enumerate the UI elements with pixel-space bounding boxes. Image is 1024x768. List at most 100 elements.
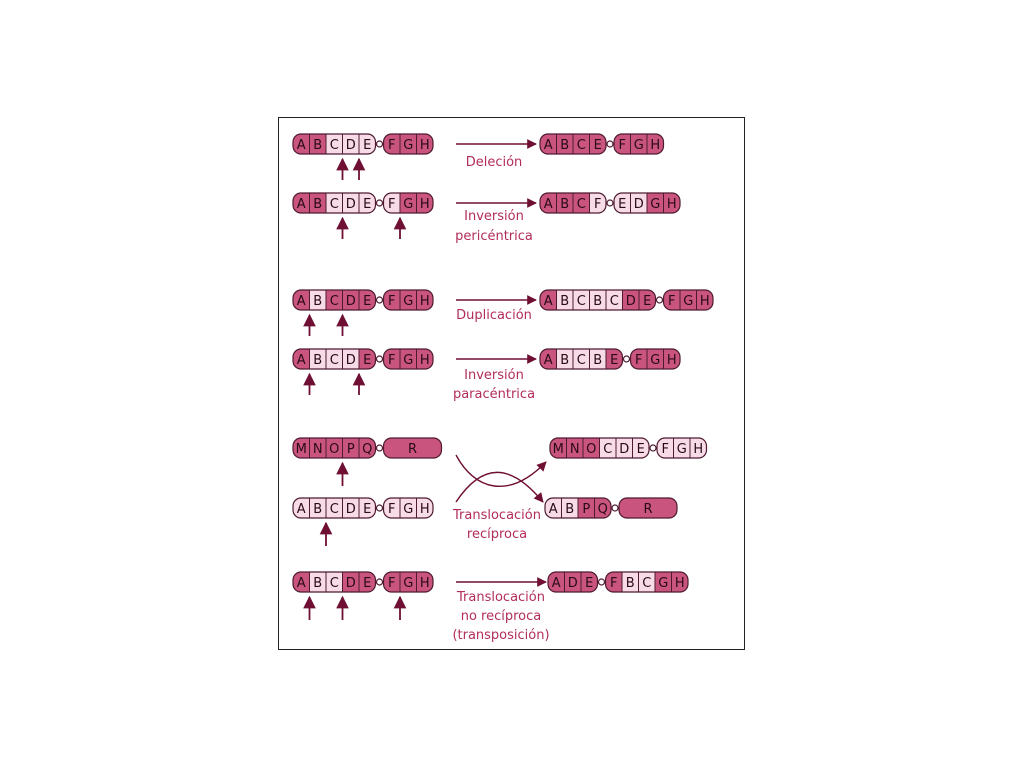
gene-band-g (673, 438, 690, 458)
arm-outline (613, 133, 665, 155)
gene-band-b (589, 290, 606, 310)
gene-label: F (388, 353, 395, 368)
gene-band-h (663, 349, 680, 369)
centromere (597, 578, 606, 586)
gene-band-d (342, 498, 359, 518)
gene-label: C (577, 197, 586, 212)
gene-label: B (593, 353, 602, 368)
gene-band-b (556, 193, 573, 213)
gene-band-a (293, 349, 310, 369)
gene-band-e (639, 290, 656, 310)
gene-band-f (383, 349, 400, 369)
gene-band-m (293, 438, 310, 458)
gene-label: C (330, 353, 339, 368)
gene-band-d (616, 438, 633, 458)
gene-label: E (363, 138, 371, 153)
gene-band-e (606, 349, 623, 369)
gene-label: D (346, 576, 356, 591)
gene-band-c (638, 572, 655, 592)
gene-label: E (363, 353, 371, 368)
arm-outline (292, 348, 377, 370)
gene-label: R (408, 442, 417, 457)
gene-band-e (589, 134, 606, 154)
gene-label: H (693, 442, 703, 457)
arm-outline (382, 571, 434, 593)
gene-label: O (329, 442, 339, 457)
gene-label: F (388, 138, 395, 153)
gene-label: D (346, 294, 356, 309)
gene-band-b (309, 134, 326, 154)
gene-label: E (610, 353, 618, 368)
gene-band-o (326, 438, 343, 458)
mutation-label: recíproca (467, 527, 527, 542)
gene-band-g (655, 572, 672, 592)
gene-label: A (544, 197, 553, 212)
gene-label: G (683, 294, 693, 309)
gene-label: F (635, 353, 642, 368)
gene-label: A (544, 294, 553, 309)
gene-band-c (326, 193, 343, 213)
centromere (655, 296, 664, 304)
gene-band-f (383, 572, 400, 592)
gene-label: H (420, 197, 430, 212)
gene-band-h (416, 134, 433, 154)
gene-label: D (346, 138, 356, 153)
gene-band-h (663, 193, 680, 213)
gene-band-b (309, 290, 326, 310)
gene-band-d (342, 193, 359, 213)
gene-label: H (667, 353, 677, 368)
gene-band-q (359, 438, 376, 458)
gene-label: D (568, 576, 578, 591)
gene-label: A (549, 502, 558, 517)
gene-label: H (667, 197, 677, 212)
gene-label: D (634, 197, 644, 212)
gene-label: H (675, 576, 685, 591)
cross-arrow-2 (455, 471, 544, 503)
gene-band-e (359, 290, 376, 310)
gene-band-f (605, 572, 622, 592)
gene-band-b (589, 349, 606, 369)
gene-label: O (586, 442, 596, 457)
gene-label: D (346, 502, 356, 517)
gene-band-b (309, 498, 326, 518)
gene-label: P (582, 502, 590, 517)
gene-band-c (326, 290, 343, 310)
gene-band-h (690, 438, 707, 458)
gene-band-h (416, 349, 433, 369)
centromere (606, 140, 614, 148)
gene-label: B (313, 353, 322, 368)
gene-band-n (309, 438, 326, 458)
centromere (375, 504, 384, 512)
gene-label: E (585, 576, 593, 591)
gene-band-c (326, 134, 343, 154)
gene-band-h (416, 290, 433, 310)
gene-band-c (599, 438, 616, 458)
arm-outline (292, 192, 377, 214)
gene-band-a (545, 498, 562, 518)
gene-band-g (400, 134, 417, 154)
gene-band-e (359, 572, 376, 592)
centromere (611, 504, 619, 512)
gene-band-f (383, 498, 400, 518)
gene-band-f (383, 193, 400, 213)
gene-band-a (540, 193, 557, 213)
centromere (606, 199, 614, 207)
mutation-label: Duplicación (456, 308, 532, 323)
gene-label: C (330, 576, 339, 591)
gene-band-g (400, 193, 417, 213)
mutation-label: no recíproca (461, 609, 542, 624)
gene-label: G (658, 576, 668, 591)
gene-band-a (540, 134, 557, 154)
gene-band-h (416, 572, 433, 592)
gene-label: E (363, 502, 371, 517)
gene-band-h (696, 290, 713, 310)
gene-label: F (388, 502, 395, 517)
